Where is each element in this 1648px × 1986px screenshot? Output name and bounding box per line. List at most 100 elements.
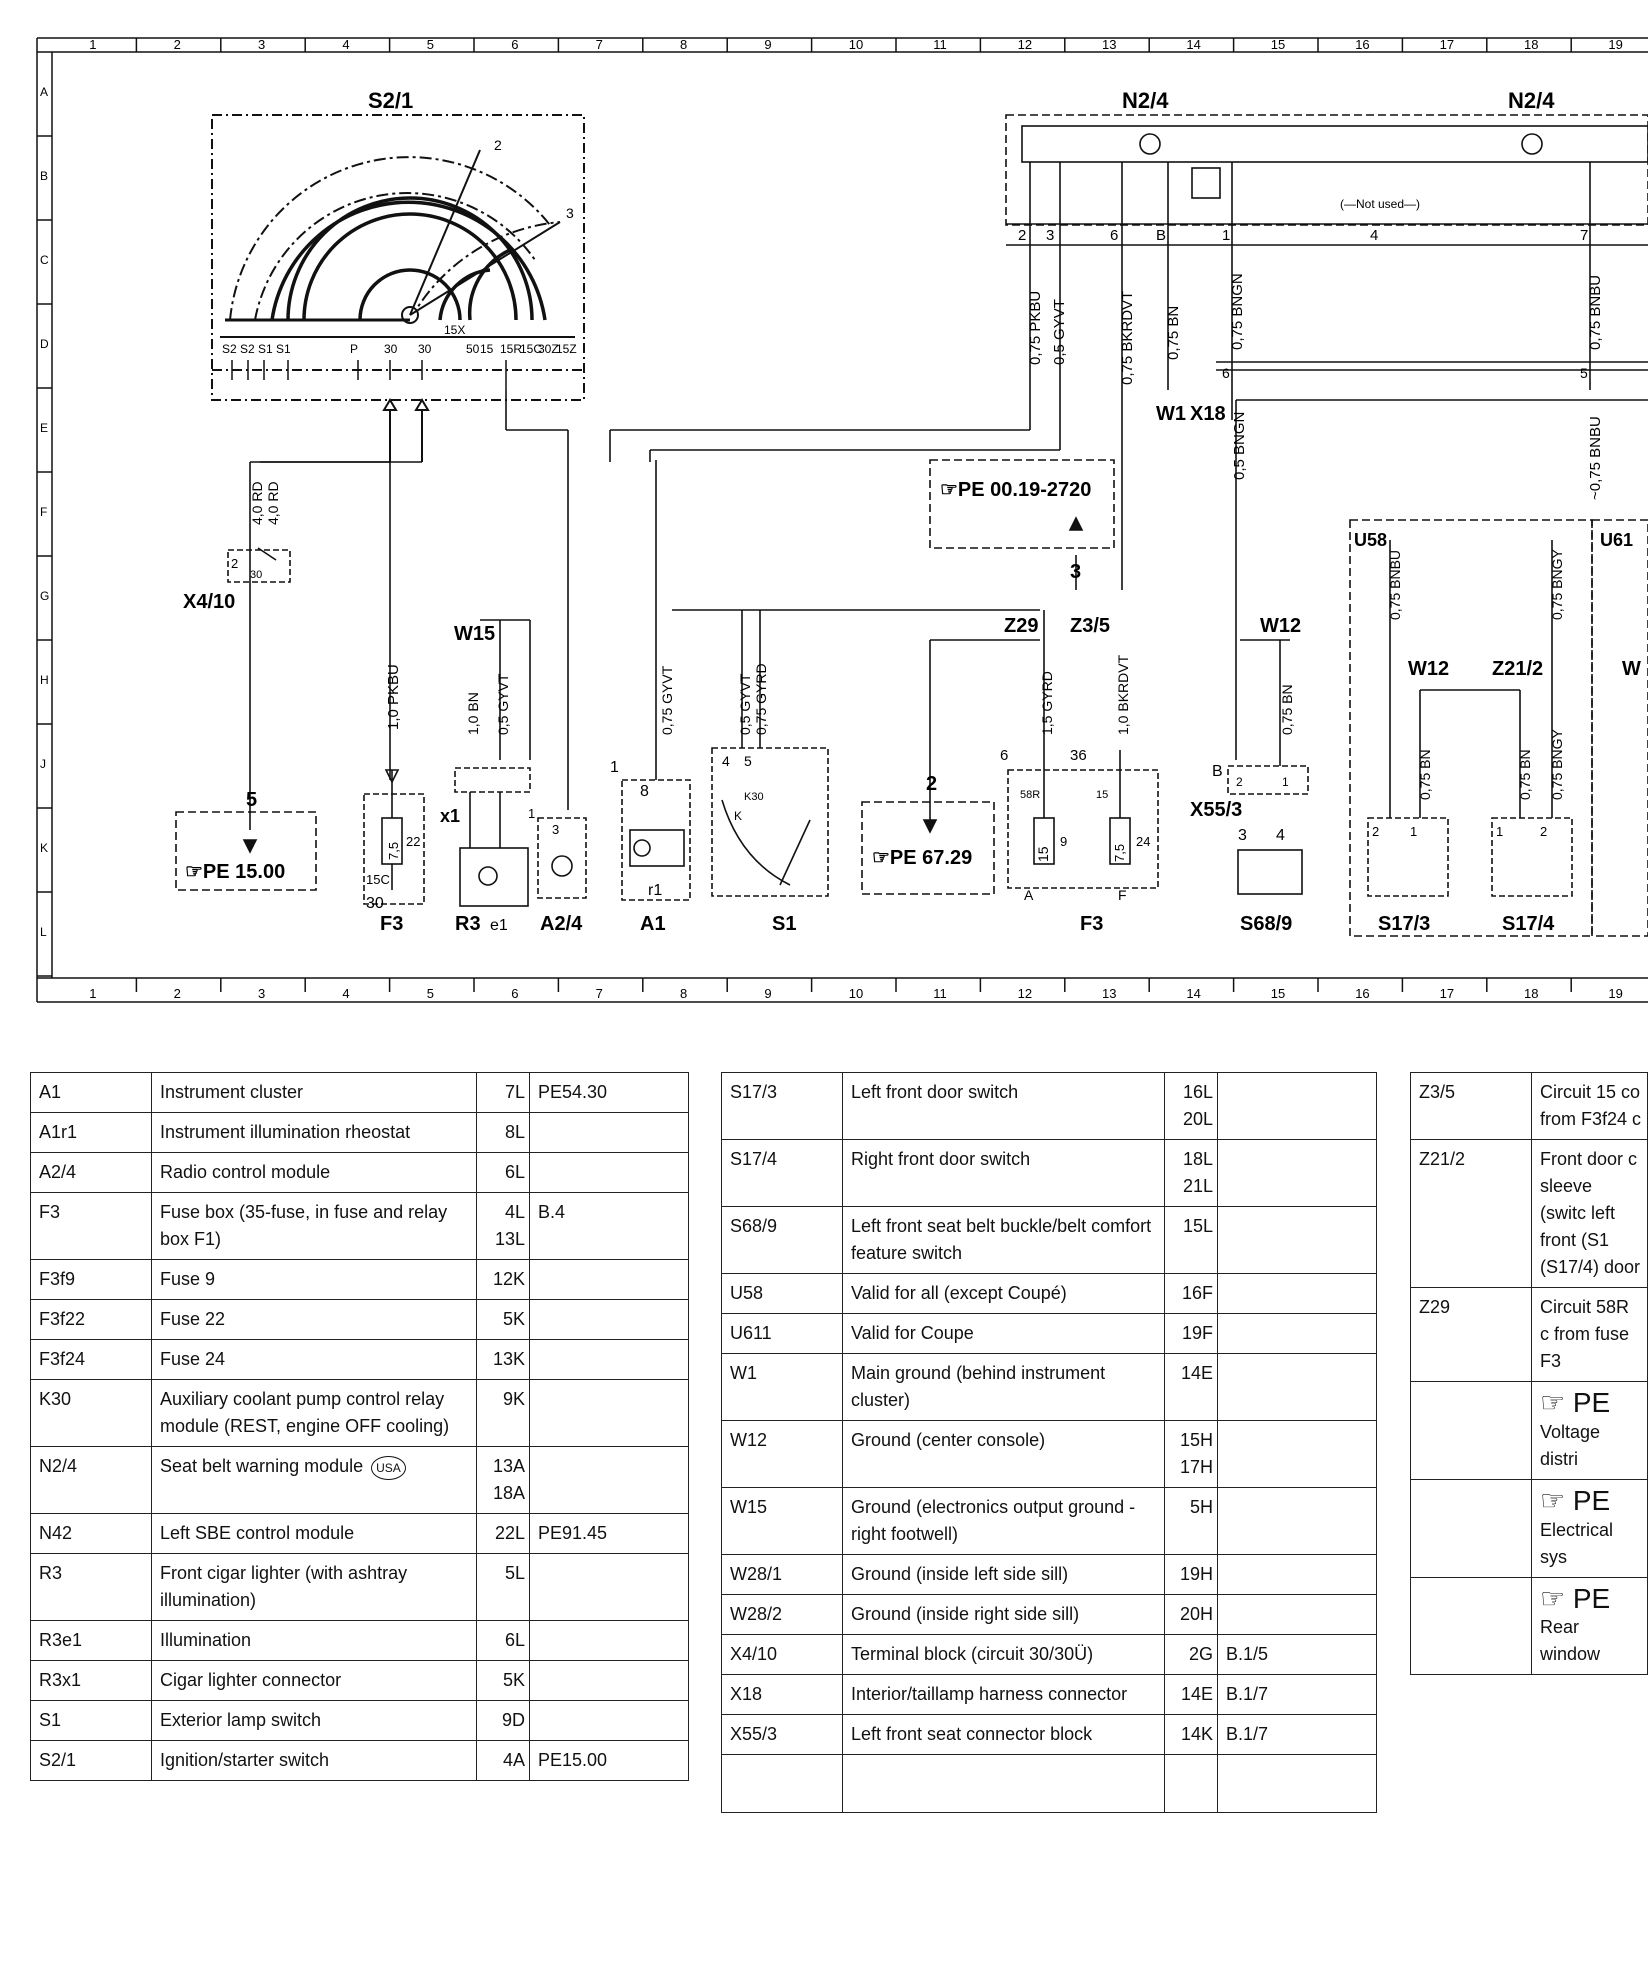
- a24-pin-1: 1: [528, 806, 535, 821]
- s173-pin-1: 1: [1410, 824, 1417, 839]
- legend-desc: Right front door switch: [842, 1139, 1165, 1207]
- s689-pin-3: 3: [1238, 827, 1247, 844]
- legend-loc: 5H: [1164, 1487, 1218, 1555]
- legend-code: W15: [721, 1487, 843, 1555]
- legend-code: [1410, 1478, 1532, 1578]
- legend-loc: 19F: [1164, 1313, 1218, 1354]
- s174-pin-2: 2: [1540, 824, 1547, 839]
- legend-desc: Front cigar lighter (with ashtray illumi…: [151, 1553, 477, 1621]
- legend-desc: Front door c sleeve (switc left front (S…: [1531, 1139, 1648, 1288]
- grid-row-C: C: [40, 253, 49, 267]
- legend-desc: Ground (electronics output ground - righ…: [842, 1487, 1165, 1555]
- n24-pin-label: 3: [1046, 227, 1054, 244]
- f-pin-6: 6: [1000, 747, 1008, 764]
- legend-code: [721, 1754, 843, 1813]
- wire-bngn: 0,75 BNGN: [1229, 273, 1246, 350]
- wire-0-75-gyvt: 0,75 GYVT: [659, 665, 675, 735]
- grid-col-1: 1: [89, 986, 96, 1001]
- legend-code: W28/2: [721, 1594, 843, 1635]
- grid-row-J: J: [40, 757, 46, 771]
- wires-left: [249, 390, 569, 830]
- grid-col-15: 15: [1271, 986, 1285, 1001]
- wire-pkbu: 0,75 PKBU: [1027, 291, 1044, 365]
- wire-bn: 0,75 BN: [1165, 306, 1182, 360]
- label-u61: U61: [1600, 530, 1633, 550]
- legend-code: S68/9: [721, 1206, 843, 1274]
- legend-code: A2/4: [30, 1152, 152, 1193]
- legend-desc: Left front seat belt buckle/belt comfort…: [842, 1206, 1165, 1274]
- wire-1-0-bkrdvt: 1,0 BKRDVT: [1115, 654, 1131, 735]
- legend-ref: [1217, 1072, 1377, 1140]
- n24-pin-label: 6: [1110, 227, 1118, 244]
- label-w1: W1: [1156, 403, 1186, 425]
- wiring-diagram: 1122334455667788991010111112121313141415…: [36, 37, 1648, 1003]
- legend-code: Z29: [1410, 1287, 1532, 1382]
- grid-col-7: 7: [596, 986, 603, 1001]
- legend-loc: 16L 20L: [1164, 1072, 1218, 1140]
- n24-pin-label: B: [1156, 227, 1166, 244]
- legend-ref: [529, 1379, 689, 1447]
- label-a1: A1: [640, 913, 666, 935]
- x410-pin-30: 30: [250, 569, 262, 581]
- s2-term-label: 15Z: [556, 342, 577, 356]
- legend-code: S17/4: [721, 1139, 843, 1207]
- legend-code: R3e1: [30, 1620, 152, 1661]
- legend-desc: Fuse 9: [151, 1259, 477, 1300]
- legend-desc: Fuse 24: [151, 1339, 477, 1380]
- legend-loc: 5K: [476, 1299, 530, 1340]
- label-u58: U58: [1354, 530, 1387, 550]
- s2-term-label: S1: [258, 342, 273, 356]
- grid-row-L: L: [40, 925, 47, 939]
- s2-term-label: 30Z: [538, 342, 559, 356]
- legend-loc: 14E: [1164, 1353, 1218, 1421]
- legend-desc: Fuse 22: [151, 1299, 477, 1340]
- wire-bn-u58: 0,75 BN: [1417, 749, 1433, 800]
- ref-pe-00-19: ☞PE 00.19-2720: [940, 479, 1091, 501]
- legend-loc: 14K: [1164, 1714, 1218, 1755]
- f-15: 15: [1035, 846, 1051, 862]
- legend-pe-desc: Voltage distri: [1540, 1421, 1601, 1469]
- variant-box-u58: [1349, 519, 1648, 937]
- legend-ref: [529, 1299, 689, 1340]
- label-r1: r1: [648, 882, 662, 899]
- s1-k30: K30: [744, 791, 764, 803]
- grid-col-18: 18: [1524, 986, 1538, 1001]
- legend-ref: [1217, 1554, 1377, 1595]
- legend-loc: [1164, 1754, 1218, 1813]
- wire-1-0-pkbu: 1,0 PKBU: [385, 664, 402, 730]
- wire-gyvt: 0,5 GYVT: [1051, 299, 1068, 365]
- s2-term-label: 30: [384, 342, 398, 356]
- rd40b: 4,0 RD: [265, 481, 281, 525]
- legend-loc: 2G: [1164, 1634, 1218, 1675]
- instrument-cluster-a1: [621, 460, 691, 901]
- s689-pin-4: 4: [1276, 827, 1285, 844]
- legend-ref: [529, 1259, 689, 1300]
- legend-desc: Circuit 15 co from F3f24 c: [1531, 1072, 1648, 1140]
- legend-code: W28/1: [721, 1554, 843, 1595]
- legend-desc: Exterior lamp switch: [151, 1700, 477, 1741]
- legend-code: F3f9: [30, 1259, 152, 1300]
- grid-row-A: A: [40, 85, 48, 99]
- ref-pe-67-29: ☞PE 67.29: [872, 847, 972, 869]
- legend-code: [1410, 1576, 1532, 1676]
- legend-pe-ref: ☞ PE: [1540, 1387, 1611, 1418]
- legend-code: W1: [721, 1353, 843, 1421]
- legend-pe-desc: Rear window: [1540, 1617, 1601, 1665]
- label-w12-b: W12: [1408, 658, 1449, 680]
- usa-badge: USA: [371, 1456, 406, 1480]
- legend-code: A1: [30, 1072, 152, 1113]
- legend-code: F3: [30, 1192, 152, 1260]
